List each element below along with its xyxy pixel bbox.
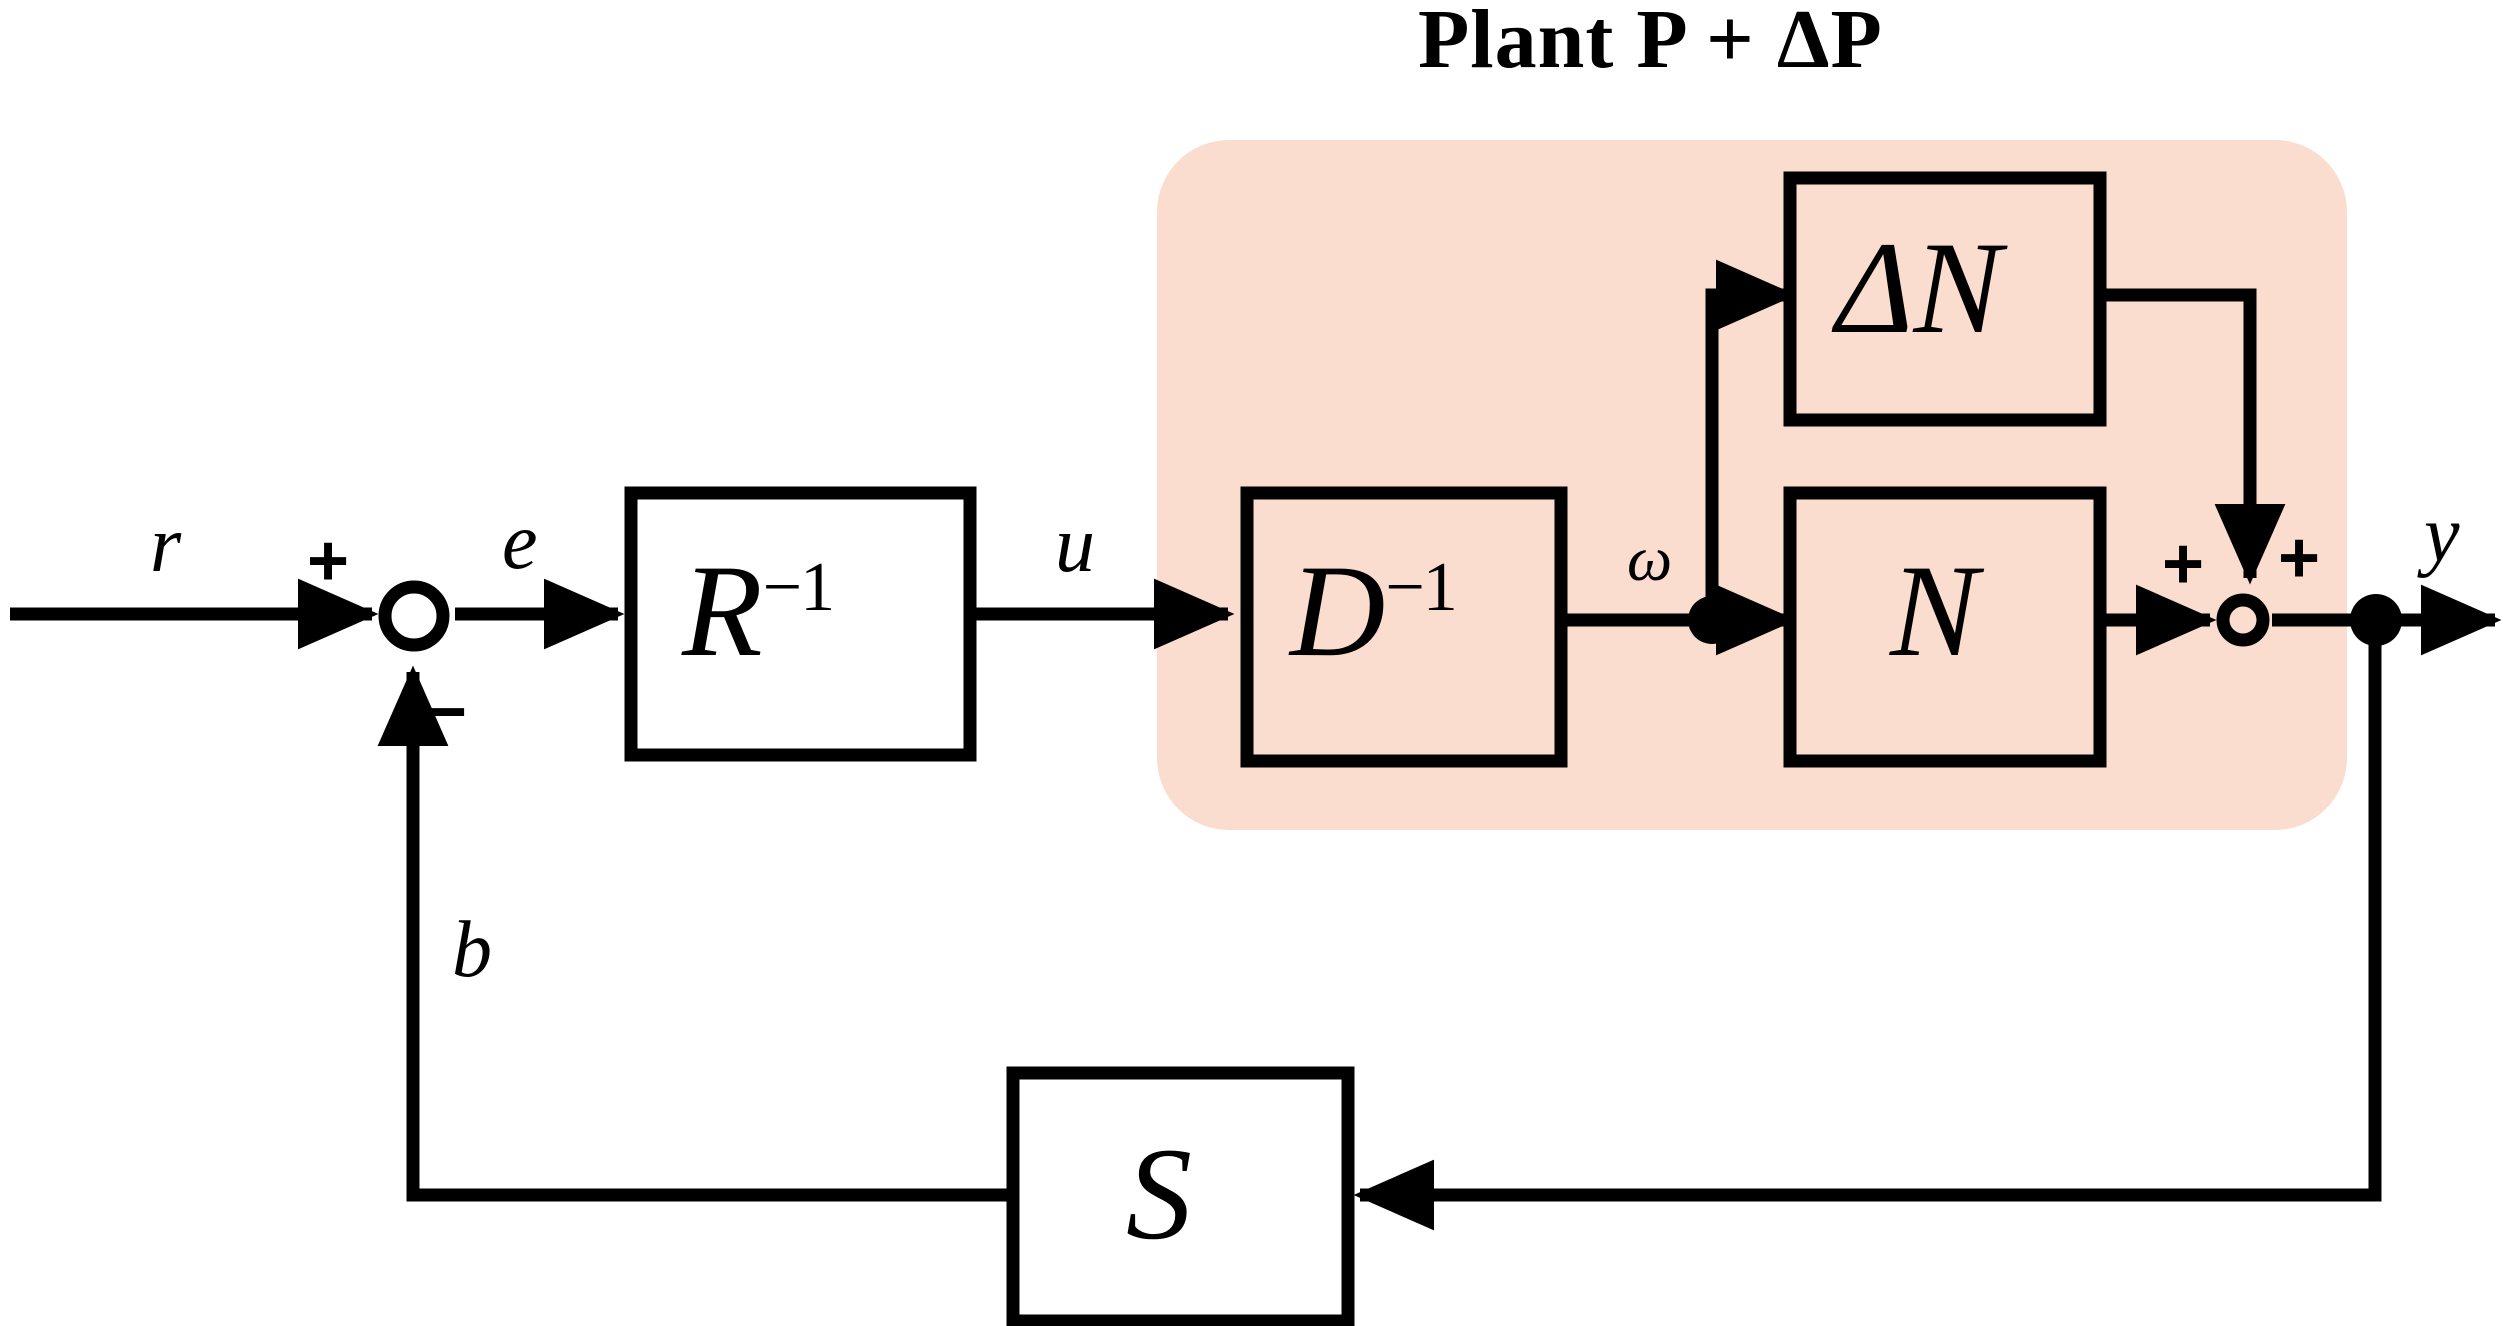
block-label-delta-n: ΔN bbox=[1836, 214, 2002, 361]
plant-output-summing-junction[interactable] bbox=[2216, 593, 2270, 647]
output-branch-node bbox=[2350, 594, 2402, 646]
block-label-denominator-base: D bbox=[1290, 537, 1386, 684]
block-label-controller-exponent: −1 bbox=[762, 549, 835, 626]
block-denominator[interactable] bbox=[1240, 486, 1568, 768]
block-controller[interactable] bbox=[624, 486, 977, 762]
block-numerator[interactable] bbox=[1783, 486, 2107, 768]
signal-label-control: u bbox=[1055, 501, 1095, 589]
block-delta-n[interactable] bbox=[1783, 171, 2107, 427]
error-junction-minus-sign: − bbox=[425, 672, 468, 752]
signal-label-omega: ω bbox=[1627, 523, 1673, 594]
block-label-denominator-exponent: −1 bbox=[1385, 549, 1457, 626]
block-label-sensor: S bbox=[1126, 1120, 1192, 1267]
signal-label-output: y bbox=[2424, 491, 2460, 579]
signal-label-error: e bbox=[502, 498, 538, 586]
signal-line-omega-to-delta-n bbox=[1705, 259, 1797, 620]
block-sensor[interactable] bbox=[1006, 1066, 1355, 1326]
block-label-controller-base: R bbox=[682, 537, 763, 684]
block-label-denominator: D−1 bbox=[1290, 545, 1458, 677]
signal-label-reference: r bbox=[150, 501, 182, 589]
plant-junction-plus-sign-left: + bbox=[2162, 524, 2205, 604]
plant-region-background bbox=[1157, 140, 2347, 830]
block-label-numerator: N bbox=[1890, 537, 1979, 684]
plant-junction-plus-sign-top: + bbox=[2278, 518, 2321, 598]
block-label-controller: R−1 bbox=[682, 545, 835, 677]
error-junction-plus-sign: + bbox=[307, 521, 350, 601]
signal-line-delta-n-to-junction bbox=[2100, 288, 2286, 585]
signal-line-output-to-sensor bbox=[1353, 620, 2382, 1231]
plant-title: Plant P + ΔP bbox=[1418, 0, 1883, 86]
error-summing-junction[interactable] bbox=[378, 580, 450, 652]
signal-line-feedback bbox=[377, 665, 1013, 1202]
signal-label-feedback: b bbox=[452, 906, 492, 994]
omega-branch-node bbox=[1688, 596, 1736, 644]
